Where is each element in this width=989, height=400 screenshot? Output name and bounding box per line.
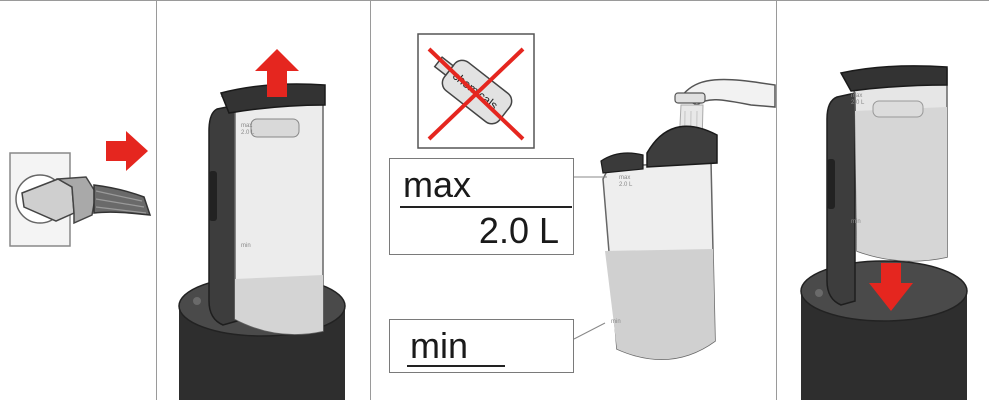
tank-mark-min: min bbox=[851, 219, 861, 225]
min-fill-label: min bbox=[389, 319, 574, 373]
max-label: max bbox=[403, 167, 471, 203]
step-2-panel: max 2.0 L min bbox=[157, 1, 371, 400]
step-4-panel: max 2.0 L min bbox=[777, 1, 989, 400]
step-1-illustration bbox=[0, 1, 157, 400]
min-fill-line bbox=[407, 365, 505, 367]
min-label: min bbox=[410, 328, 468, 364]
tank-mark-max: max bbox=[851, 93, 862, 99]
tank-mark-volume: 2.0 L bbox=[619, 182, 633, 188]
step-3-panel: chemicals max 2.0 L min bbox=[371, 1, 777, 400]
step-2-illustration: max 2.0 L min bbox=[157, 1, 371, 400]
water-tank-icon: max 2.0 L min bbox=[193, 84, 325, 334]
tank-mark-min: min bbox=[241, 243, 251, 249]
tank-mark-max: max bbox=[241, 123, 252, 129]
max-fill-label: max 2.0 L bbox=[389, 158, 574, 255]
tank-mark-volume: 2.0 L bbox=[241, 130, 255, 136]
faucet-icon bbox=[675, 79, 775, 107]
tank-mark-volume: 2.0 L bbox=[851, 100, 865, 106]
water-tank-icon: max 2.0 L min bbox=[601, 126, 717, 359]
step-1-panel bbox=[0, 1, 157, 400]
arrow-right-icon bbox=[106, 131, 148, 171]
tank-mark-min: min bbox=[611, 319, 621, 325]
no-chemicals-icon: chemicals bbox=[418, 34, 534, 148]
step-4-illustration: max 2.0 L min bbox=[777, 1, 989, 400]
max-fill-line bbox=[400, 206, 572, 208]
tank-mark-max: max bbox=[619, 175, 630, 181]
max-volume-label: 2.0 L bbox=[479, 213, 559, 249]
